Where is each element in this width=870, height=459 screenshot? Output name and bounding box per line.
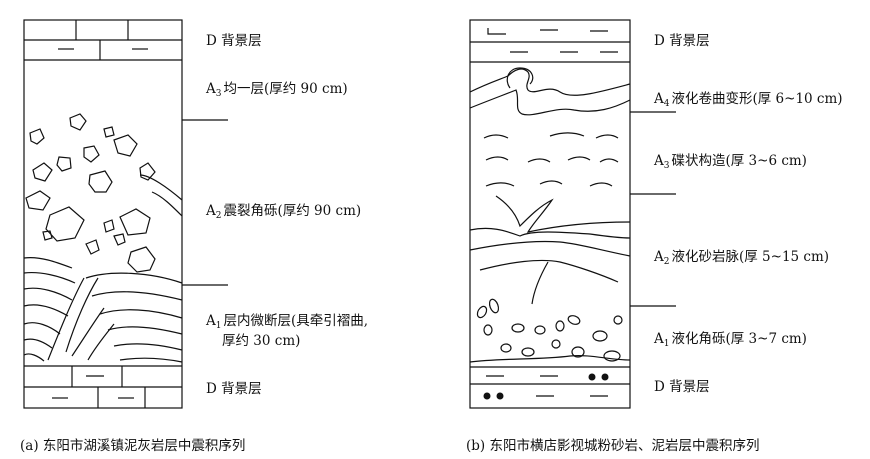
convolute-bedding-b	[469, 67, 631, 116]
label-a-d-top: D 背景层	[206, 33, 262, 49]
label-b-d-top: D 背景层	[654, 33, 710, 49]
label-b-d-bottom: D 背景层	[654, 379, 710, 395]
leaders-b	[630, 111, 676, 307]
fault-folds-a	[23, 257, 183, 363]
caption-b: (b) 东阳市横店影视城粉砂岩、泥岩层中震积序列	[466, 438, 760, 454]
label-a-a1-line2: 厚约 30 cm)	[222, 333, 301, 349]
dish-structures-b	[483, 132, 619, 187]
sand-dikes-b	[469, 195, 631, 305]
sand-dots-b	[483, 373, 609, 400]
column-a	[23, 19, 183, 409]
liquefied-breccia-b	[469, 298, 631, 363]
breccia-clasts-a	[25, 113, 183, 273]
label-a-d-bottom: D 背景层	[206, 381, 262, 397]
caption-a: (a) 东阳市湖溪镇泥灰岩层中震积序列	[20, 438, 246, 454]
leaders-a	[182, 119, 228, 286]
column-b	[469, 19, 631, 409]
